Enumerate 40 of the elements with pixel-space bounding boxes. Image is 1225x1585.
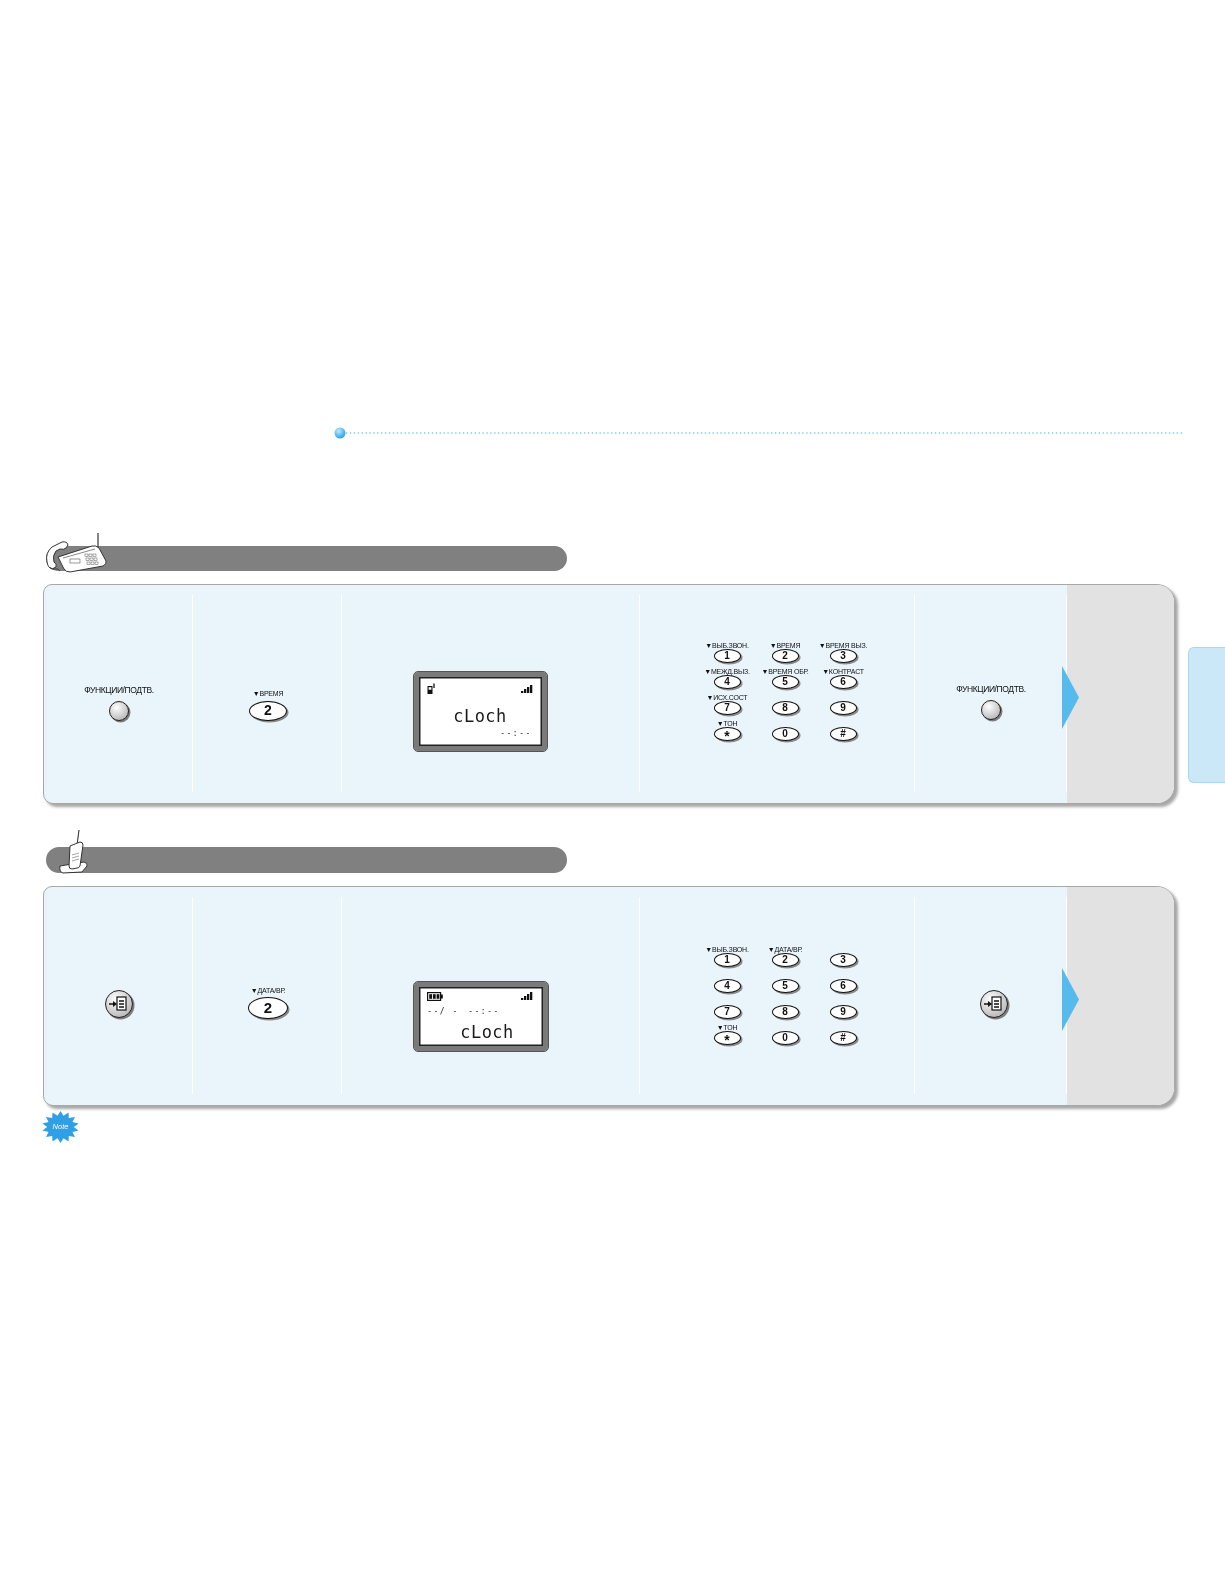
chevron-arrow (1062, 666, 1079, 729)
keypad-key: 2 (771, 649, 799, 663)
keypad-key: 1 (713, 649, 741, 663)
keypad-key: 7 (713, 701, 741, 715)
button-label: ФУНКЦИИ/ПОДТВ. (956, 684, 1026, 694)
lcd-text: --:-- (468, 1008, 500, 1016)
instruction-panel (43, 886, 1175, 1106)
button-label: ФУНКЦИИ/ПОДТВ. (84, 685, 154, 695)
lcd-text: --/ - (427, 1008, 459, 1016)
keypad-key: 2 (771, 953, 799, 967)
keypad-key: 3 (829, 953, 857, 967)
keypad-key: 2 (249, 701, 287, 721)
keypad-key: 5 (771, 675, 799, 689)
keypad-key: 7 (713, 1005, 741, 1019)
keypad-key: 1 (713, 953, 741, 967)
keypad-key: 8 (771, 701, 799, 715)
keypad-key: # (829, 727, 857, 741)
keypad-key: 6 (829, 979, 857, 993)
result-area (1067, 585, 1174, 803)
keypad-key: 4 (713, 979, 741, 993)
keypad-key: 9 (829, 701, 857, 715)
keypad-key: 4 (713, 675, 741, 689)
lcd-text: --:-- (500, 730, 532, 738)
keypad-key: * (713, 1031, 741, 1045)
keypad-key: 3 (829, 649, 857, 663)
instruction-panel (43, 584, 1175, 804)
keypad-key: 2 (248, 997, 288, 1019)
keypad-key: # (829, 1031, 857, 1045)
side-tab (1188, 647, 1225, 783)
keypad-key: * (713, 727, 741, 741)
keypad-key: 5 (771, 979, 799, 993)
keypad-key: 9 (829, 1005, 857, 1019)
lcd-text: cLoch (453, 707, 507, 725)
lcd-text: cLoch (460, 1023, 514, 1041)
chevron-arrow (1062, 968, 1079, 1031)
result-area (1067, 887, 1174, 1105)
keypad-key: 0 (771, 1031, 799, 1045)
keypad-key: 6 (829, 675, 857, 689)
keypad-key: 8 (771, 1005, 799, 1019)
keypad-key: 0 (771, 727, 799, 741)
